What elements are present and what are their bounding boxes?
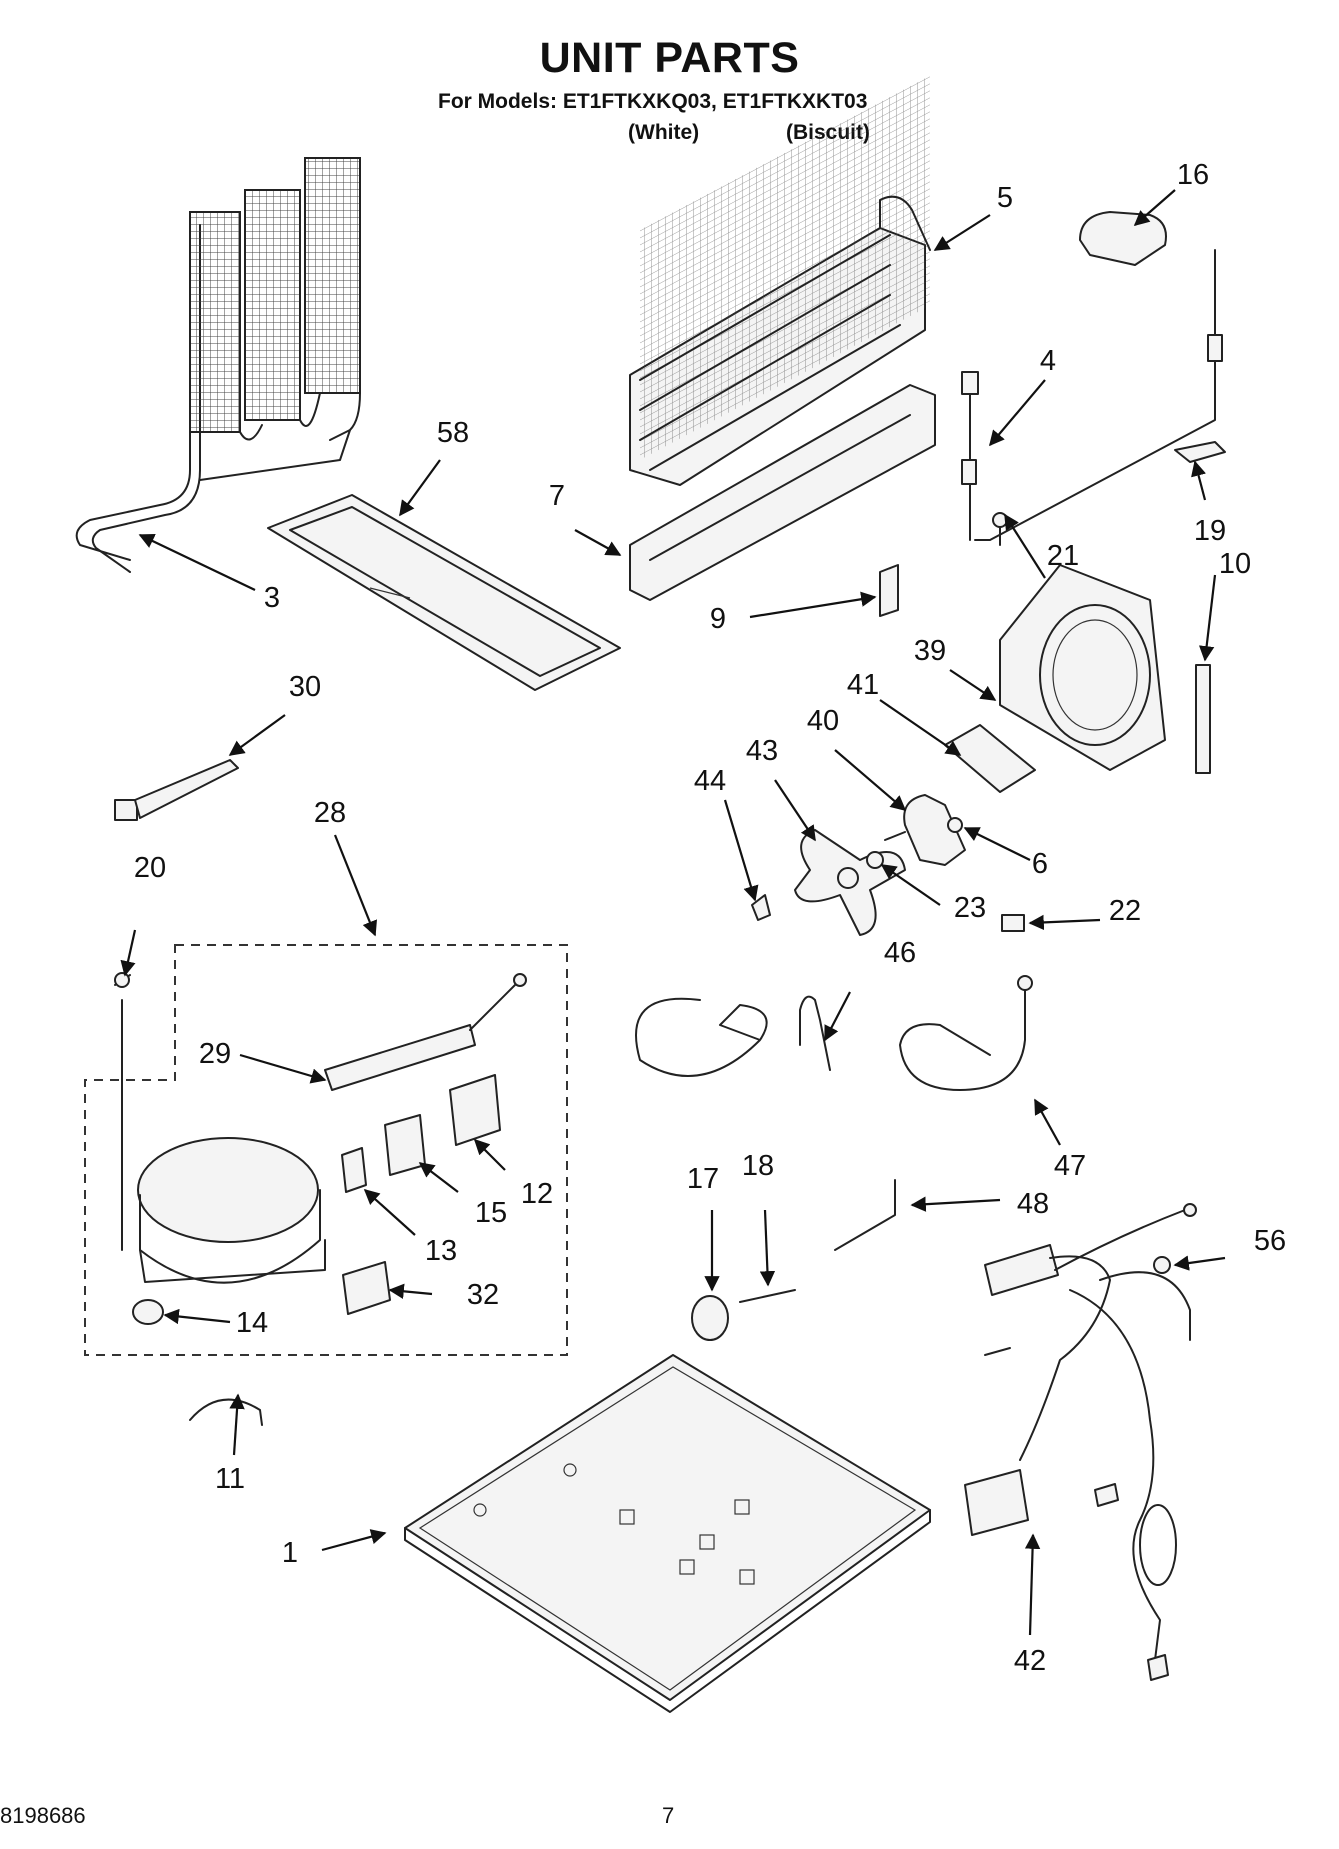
- callout-7: 7: [549, 480, 565, 512]
- callout-39: 39: [914, 635, 946, 667]
- callout-16: 16: [1177, 159, 1209, 191]
- callout-13: 13: [425, 1235, 457, 1267]
- tube-47: [899, 984, 1026, 1091]
- callout-11: 11: [215, 1463, 245, 1495]
- overload-12: [449, 1074, 501, 1146]
- callout-5: 5: [997, 182, 1013, 214]
- grommet-14: [132, 1299, 164, 1325]
- wire-harness: [964, 1203, 1197, 1681]
- callout-4: 4: [1040, 345, 1056, 377]
- models-line: For Models: ET1FTKXKQ03, ET1FTKXKT03: [438, 90, 868, 113]
- callout-21: 21: [1047, 540, 1079, 572]
- callout-47: 47: [1054, 1150, 1086, 1182]
- clip-11: [189, 1398, 263, 1426]
- callout-10: 10: [1219, 548, 1251, 580]
- compressor: [137, 1137, 326, 1284]
- callout-44: 44: [694, 765, 726, 797]
- callout-9: 9: [710, 603, 726, 635]
- callout-28: 28: [314, 797, 346, 829]
- screw-6: [947, 817, 963, 833]
- callout-6: 6: [1032, 848, 1048, 880]
- callout-29: 29: [199, 1038, 231, 1070]
- base-frame: [404, 1354, 931, 1713]
- motor-bracket: [944, 724, 1036, 793]
- screw-56: [1153, 1256, 1171, 1274]
- callout-42: 42: [1014, 1645, 1046, 1677]
- grommet-22: [1001, 914, 1025, 932]
- callout-32: 32: [467, 1279, 499, 1311]
- nut-23: [866, 851, 884, 869]
- callout-1: 1: [282, 1537, 298, 1569]
- compressor-group-outline: [84, 944, 568, 1356]
- seal-strip: [1195, 664, 1211, 774]
- callout-22: 22: [1109, 895, 1141, 927]
- tie-wrap: [114, 759, 239, 821]
- page-number: 7: [662, 1803, 675, 1828]
- callout-3: 3: [264, 582, 280, 614]
- callout-19: 19: [1194, 515, 1226, 547]
- callout-48: 48: [1017, 1188, 1049, 1220]
- tube-48: [834, 1179, 896, 1251]
- callout-labels: 3 58 7 5 16 4 19 10 21 9 39 41 40 43 44 …: [134, 159, 1286, 1677]
- condenser-coil: [75, 157, 361, 573]
- doc-number: 8198686: [0, 1803, 86, 1828]
- fan-shroud: [999, 564, 1166, 771]
- fan-blade: [794, 829, 906, 936]
- capacitor-32: [342, 1261, 391, 1315]
- roller-17: [691, 1295, 729, 1341]
- callout-15: 15: [475, 1197, 507, 1229]
- callout-41: 41: [847, 669, 879, 701]
- callout-58: 58: [437, 417, 469, 449]
- clip-part: [1174, 441, 1226, 463]
- callout-20: 20: [134, 852, 166, 884]
- drier-29: [324, 973, 527, 1091]
- drain-pan: [267, 494, 621, 691]
- callout-56: 56: [1254, 1225, 1286, 1257]
- thermostat-and-cap: [961, 211, 1223, 541]
- leader-lines: [120, 189, 1226, 1636]
- callout-12: 12: [521, 1178, 553, 1210]
- callout-18: 18: [742, 1150, 774, 1182]
- bracket-part: [879, 564, 899, 617]
- callout-14: 14: [236, 1307, 268, 1339]
- page-title: UNIT PARTS: [539, 34, 800, 82]
- tube-46: [635, 995, 831, 1077]
- callout-43: 43: [746, 735, 778, 767]
- evaporator: [629, 75, 936, 601]
- variant-white: (White): [628, 121, 700, 144]
- fan-motor: [884, 794, 966, 866]
- cover-13: [341, 1147, 367, 1193]
- relay-15: [384, 1114, 426, 1176]
- callout-30: 30: [289, 671, 321, 703]
- callout-17: 17: [687, 1163, 719, 1195]
- callout-46: 46: [884, 937, 916, 969]
- tube-47-end: [1017, 975, 1033, 991]
- clip-44: [751, 894, 771, 921]
- axle-18: [739, 1289, 796, 1303]
- callout-40: 40: [807, 705, 839, 737]
- callout-23: 23: [954, 892, 986, 924]
